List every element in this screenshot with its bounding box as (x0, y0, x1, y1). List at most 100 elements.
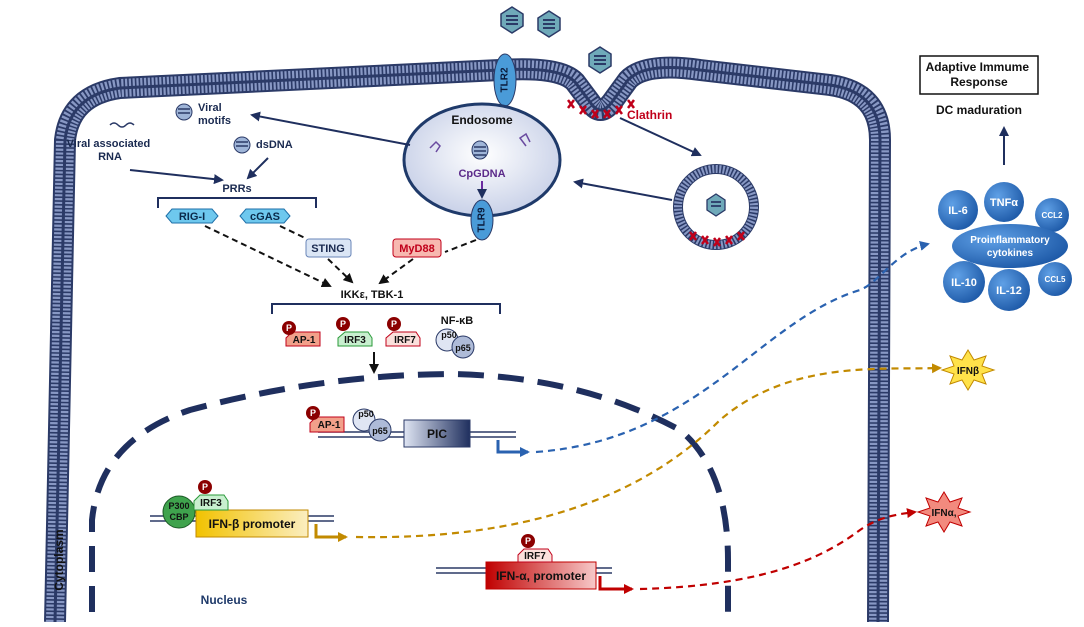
virus-icon (537, 10, 561, 38)
prrs-label: PRRs (222, 183, 251, 195)
ap1-bound-label: AP-1 (318, 420, 341, 431)
arrow-to-vesicle (619, 117, 702, 157)
ap1-node: AP-1 P (282, 321, 321, 347)
ifna-gene: IFN-α, promoter IRF7 P (436, 534, 634, 594)
phospho-label: P (391, 319, 397, 329)
tlr9-receptor: TLR9 (470, 199, 494, 241)
ikk-tbk-label: IKKε, TBK-1 (341, 289, 404, 301)
il12-bubble: IL-12 (988, 269, 1030, 311)
cytokine-cluster: IL-6 TNFα CCL2 Proinflammatory cytokines… (938, 182, 1072, 311)
phospho-icon (336, 317, 350, 331)
sting-node: STING (305, 238, 352, 258)
arrow-rigi-to-ikk (204, 225, 332, 288)
nfkb-node: NF-κB p50 p65 (435, 315, 475, 359)
ifnb-promoter-label: IFN-β promoter (209, 517, 296, 531)
arrow-rna-to-prrs (129, 169, 224, 185)
arrow-tlr9-to-myd88 (444, 239, 477, 253)
cell-membrane (44, 56, 892, 623)
ifnb-gene: IFN-β promoter P300 CBP IRF3 P (150, 480, 348, 542)
dsdna-icon (233, 136, 251, 154)
arrow-dsdna-to-prrs (246, 157, 269, 180)
cbp-label: CBP (169, 512, 188, 522)
adaptive-line2: Response (950, 75, 1008, 89)
cgas-node: cGAS (239, 208, 291, 224)
p50-bound-label: p50 (358, 409, 374, 419)
phospho-icon (521, 534, 535, 548)
arrow-cgas-to-sting (279, 225, 306, 239)
viral-motifs-line1: Viral (198, 102, 222, 114)
clathrin-label: Clathrin (627, 108, 672, 122)
viral-rna-line2: RNA (98, 151, 122, 163)
ifnb-burst: IFNβ (940, 349, 996, 391)
ap1-label: AP-1 (293, 335, 316, 346)
phospho-label: P (310, 408, 316, 418)
arrow-endosome-to-motifs (250, 111, 411, 146)
arrow-ifna-promoter-to-ifna (639, 508, 917, 591)
viral-rna-label: Viral associated RNA (67, 138, 154, 163)
clathrin-coat (567, 99, 635, 119)
tnfa-label: TNFα (990, 197, 1018, 209)
tnfa-bubble: TNFα (984, 182, 1024, 222)
endocytic-vesicle (673, 164, 759, 250)
adaptive-line1: Adaptive Immume (926, 60, 1030, 74)
myd88-node: MyD88 (392, 238, 442, 258)
ifnb-label: IFNβ (957, 366, 979, 377)
viral-motifs-icon (175, 103, 193, 121)
ccl2-bubble: CCL2 (1035, 198, 1069, 232)
p65-label: p65 (455, 343, 471, 353)
ccl5-bubble: CCL5 (1038, 262, 1072, 296)
phospho-icon (282, 321, 296, 335)
viral-motifs-label: Viral motifs (198, 102, 231, 127)
phospho-icon (198, 480, 212, 494)
phospho-label: P (202, 482, 208, 492)
arrow-sting-to-ikk (327, 258, 354, 284)
p65-bound-label: p65 (372, 426, 388, 436)
ccl2-label: CCL2 (1042, 211, 1063, 220)
ifna-promoter-label: IFN-α, promoter (496, 569, 586, 583)
phospho-label: P (286, 323, 292, 333)
phospho-label: P (340, 319, 346, 329)
nuclear-envelope (89, 370, 731, 612)
endosome: Endosome CpGDNA (402, 102, 562, 218)
tlr2-receptor: TLR2 (493, 53, 517, 107)
arrow-vesicle-to-endosome (573, 178, 673, 201)
nucleus-label: Nucleus (201, 593, 248, 607)
il6-bubble: IL-6 (938, 190, 978, 230)
rig-i-label: RIG-I (179, 211, 205, 223)
myd88-label: MyD88 (399, 243, 434, 255)
cgas-label: cGAS (250, 211, 280, 223)
dsdna-label: dsDNA (256, 139, 293, 151)
ifna-burst: IFNα, (916, 491, 972, 533)
arrow-myd88-to-ikk (378, 258, 414, 285)
tlr2-label: TLR2 (500, 67, 511, 92)
viral-rna-line1: Viral associated (67, 138, 151, 150)
il12-label: IL-12 (996, 285, 1022, 297)
p300-label: P300 (168, 501, 189, 511)
irf7-bound-label: IRF7 (524, 551, 546, 562)
ifna-label: IFNα, (931, 508, 956, 519)
il10-label: IL-10 (951, 277, 977, 289)
irf3-bound-label: IRF3 (200, 498, 222, 509)
virus-icon (588, 46, 612, 74)
il6-label: IL-6 (948, 205, 968, 217)
dc-maduration-label: DC maduration (936, 103, 1022, 117)
phospho-icon (387, 317, 401, 331)
viral-motifs-line2: motifs (198, 115, 231, 127)
ligand-icon (518, 132, 531, 147)
dna-icon (471, 140, 489, 160)
arrow-ifnb-promoter-to-ifnb (355, 363, 942, 539)
virus-icon (706, 193, 726, 217)
cpgdna-label: CpGDNA (458, 168, 505, 180)
il10-bubble: IL-10 (943, 261, 985, 303)
irf3-node: IRF3 P (336, 317, 373, 347)
ligand-icon (429, 140, 441, 153)
sting-label: STING (311, 243, 345, 255)
adaptive-response-box: Adaptive Immume Response (919, 55, 1039, 95)
cytoplasm-label: Cytoplasm (52, 529, 66, 590)
proinflammatory-bubble: Proinflammatory cytokines (952, 224, 1068, 268)
ccl5-label: CCL5 (1045, 275, 1066, 284)
irf7-label: IRF7 (394, 335, 416, 346)
proinflammatory-line2: cytokines (987, 248, 1034, 259)
